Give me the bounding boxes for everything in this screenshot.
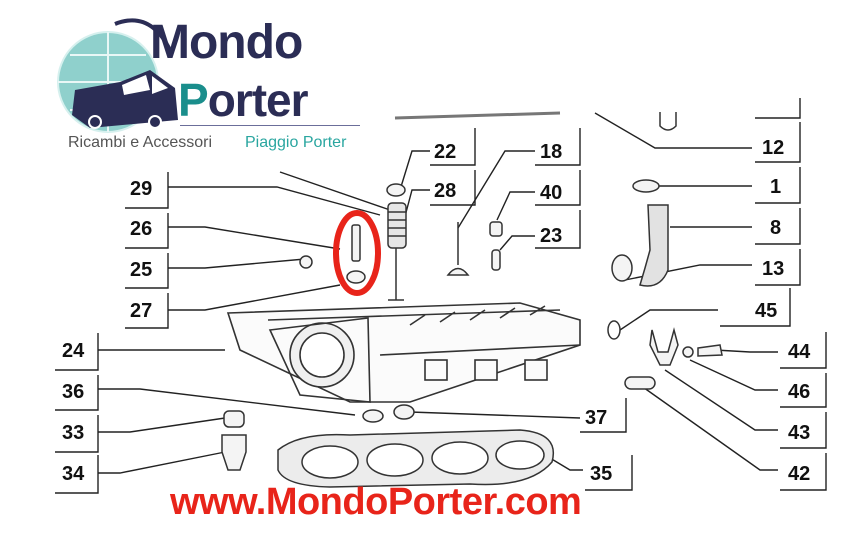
- callout-28: 28: [434, 180, 457, 202]
- callout-18: 18: [540, 141, 563, 163]
- callout-44: 44: [788, 341, 811, 363]
- callout-36: 36: [62, 381, 85, 403]
- callout-40: 40: [540, 182, 563, 204]
- logo-divider: [180, 125, 360, 126]
- callout-13: 13: [762, 258, 785, 280]
- callout-29: 29: [130, 178, 153, 200]
- callout-33: 33: [62, 422, 85, 444]
- callout-22: 22: [434, 141, 457, 163]
- callout-37: 37: [585, 407, 608, 429]
- callout-12: 12: [762, 137, 785, 159]
- callout-8: 8: [770, 217, 782, 239]
- logo-brand: Piaggio Porter: [245, 134, 347, 151]
- head-gasket-drawing: [277, 429, 554, 488]
- callout-25: 25: [130, 259, 153, 281]
- logo-porter-text: Porter: [178, 76, 308, 124]
- callout-26: 26: [130, 218, 153, 240]
- cylinder-head-drawing: [226, 302, 581, 403]
- callout-43: 43: [788, 422, 811, 444]
- callout-46: 46: [788, 381, 811, 403]
- highlight-circle: [333, 210, 381, 296]
- callout-23: 23: [540, 225, 563, 247]
- logo-porter-rest: orter: [207, 74, 309, 126]
- callout-24: 24: [62, 340, 85, 362]
- logo-mondo-text: Mondo: [150, 16, 303, 69]
- logo-tagline: Ricambi e Accessori: [68, 134, 213, 151]
- callout-27: 27: [130, 300, 153, 322]
- logo-van-icon: [72, 70, 178, 129]
- website-url[interactable]: www.MondoPorter.com: [170, 481, 582, 523]
- logo-p-initial: P: [178, 74, 209, 126]
- callout-45: 45: [755, 300, 778, 322]
- callout-35: 35: [590, 463, 613, 485]
- callout-42: 42: [788, 463, 811, 485]
- callout-1: 1: [770, 176, 782, 198]
- callout-34: 34: [62, 463, 85, 485]
